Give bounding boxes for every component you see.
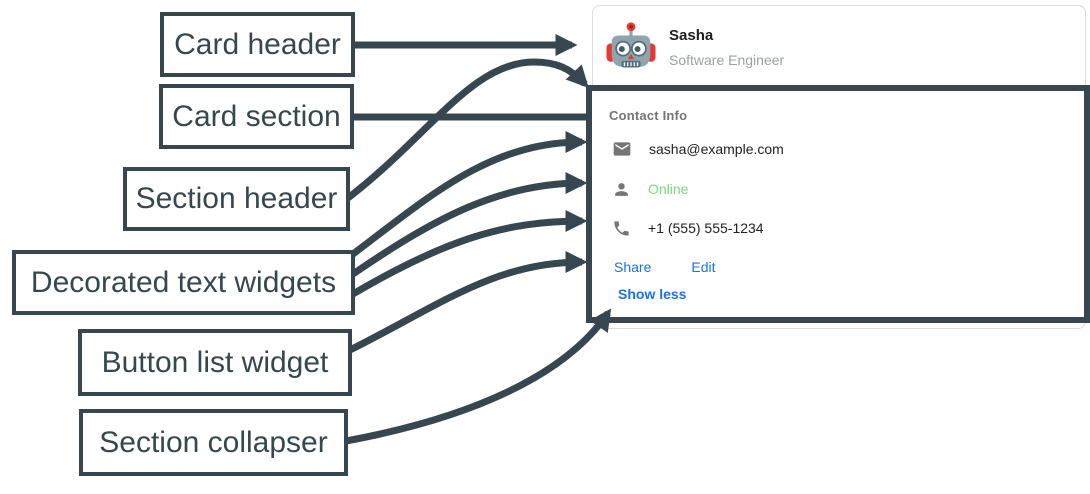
arrow-decorated-phone (351, 210, 588, 298)
arrow-decorated-status (351, 172, 588, 277)
robot-avatar-icon (606, 22, 656, 68)
annotation-label-decorated-text-widgets: Decorated text widgets (12, 250, 355, 315)
arrow-section-collapser (345, 308, 612, 445)
person-subtitle: Software Engineer (669, 52, 785, 68)
button-list: Share Edit (614, 259, 715, 275)
card-section-outline: Contact Info sasha@example.com Online +1… (586, 85, 1090, 323)
phone-text: +1 (555) 555-1234 (648, 220, 764, 236)
card-header: Sasha Software Engineer (593, 6, 1085, 86)
annotation-label-text: Card header (174, 27, 341, 61)
decorated-text-email: sasha@example.com (612, 138, 784, 160)
annotation-label-section-collapser: Section collapser (79, 409, 348, 476)
person-name: Sasha (669, 27, 714, 44)
annotation-label-button-list-widget: Button list widget (78, 329, 352, 396)
annotation-label-text: Button list widget (101, 345, 329, 379)
annotation-label-card-header: Card header (160, 12, 355, 77)
email-text: sasha@example.com (649, 141, 784, 157)
annotation-label-card-section: Card section (159, 84, 354, 149)
annotation-label-section-header: Section header (123, 167, 350, 231)
annotation-label-text: Decorated text widgets (30, 265, 337, 299)
annotation-label-text: Section collapser (99, 425, 328, 459)
section-header-title: Contact Info (609, 108, 688, 123)
phone-icon (614, 220, 629, 236)
decorated-text-phone: +1 (555) 555-1234 (612, 217, 764, 239)
mail-icon (613, 142, 631, 156)
arrow-decorated-email (350, 131, 588, 257)
arrow-section-header (345, 58, 589, 201)
arrow-button-list (348, 251, 588, 354)
status-text: Online (648, 181, 689, 197)
share-button[interactable]: Share (614, 259, 652, 275)
decorated-text-status: Online (612, 178, 688, 200)
edit-button[interactable]: Edit (691, 259, 716, 275)
show-less-button[interactable]: Show less (618, 286, 687, 302)
annotation-label-text: Card section (172, 99, 341, 133)
annotation-label-text: Section header (135, 182, 338, 215)
person-icon (615, 182, 628, 196)
